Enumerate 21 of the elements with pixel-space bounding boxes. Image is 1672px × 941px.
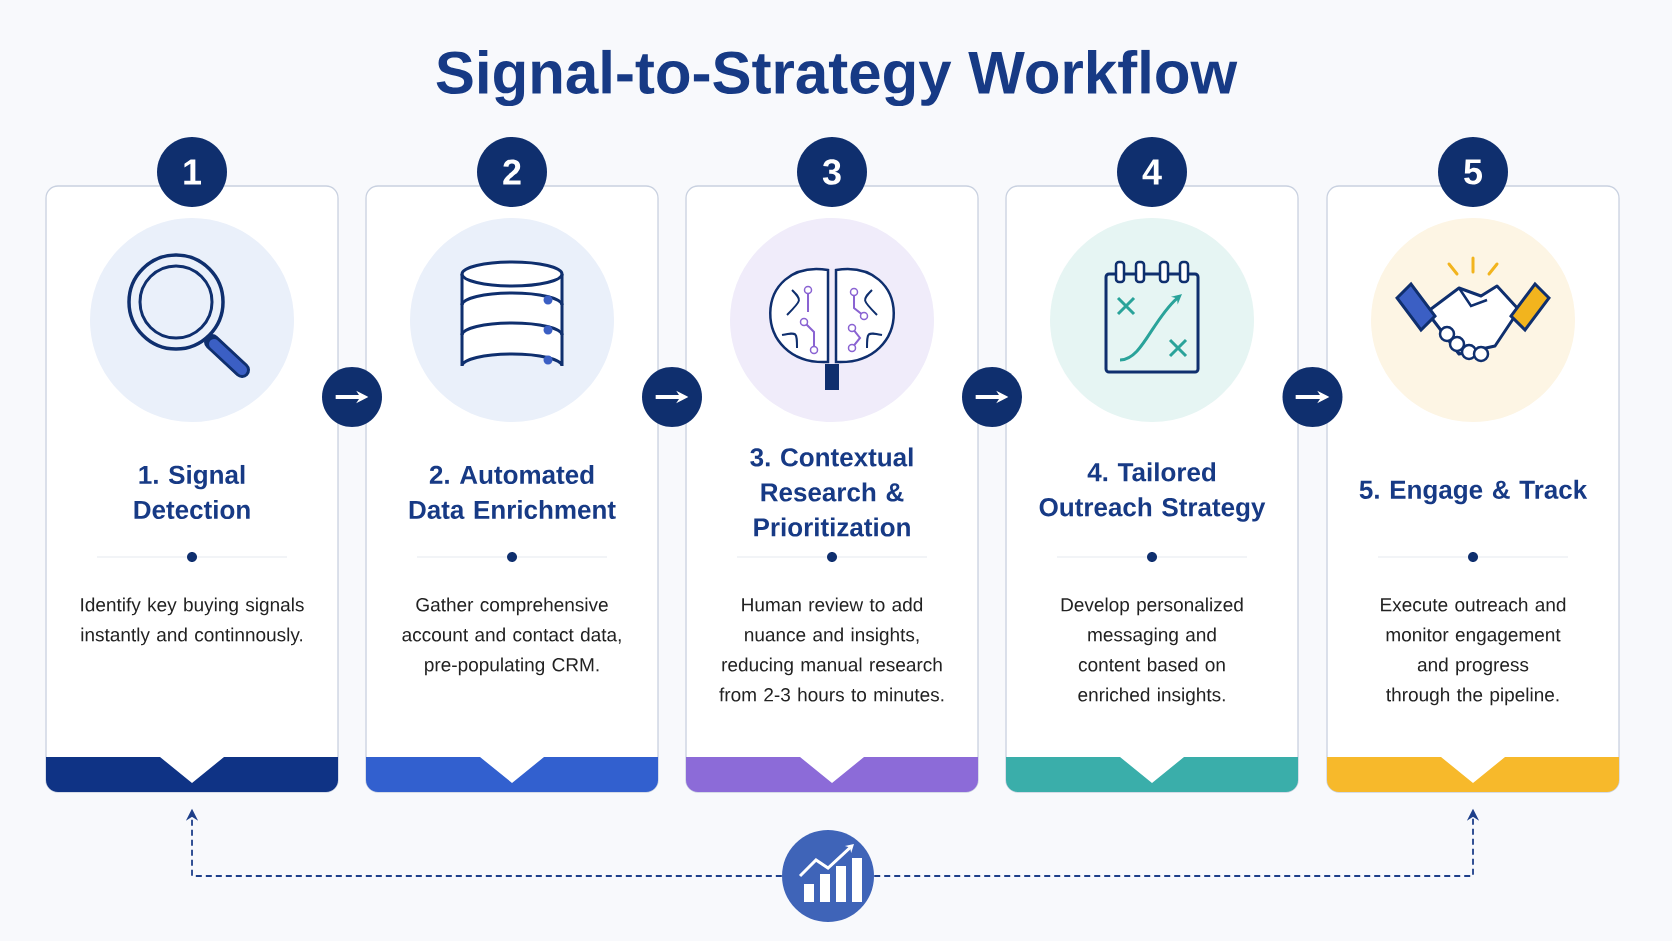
number-badge: 4 (1117, 137, 1187, 207)
step-description: Develop personalized messaging and content based on enriched insights. (1061, 597, 1243, 706)
arrow (1282, 367, 1343, 427)
step-description: Execute outreach and monitor engagement and progress through the pipeline. (1381, 597, 1566, 706)
title: Signal-to-Strategy Workflow (436, 49, 1238, 107)
step-description: Identify key buying signals instantly and continnously. (81, 597, 304, 646)
arrow (642, 367, 702, 427)
number-badge: 1 (157, 137, 227, 207)
number-badge: 5 (1438, 137, 1508, 207)
step-heading: 4. Tailored Outreach Strategy (1039, 462, 1266, 522)
step-heading: 1. Signal Detection (134, 464, 250, 520)
chart-icon (782, 830, 874, 922)
step-heading: 3. Contextual Research & Prioritization (750, 447, 913, 537)
number-badge: 3 (797, 137, 867, 207)
step-description: Human review to add nuance and insights, reducing manual research from 2-3 hours to minutes. (719, 597, 944, 702)
number-badge: 2 (477, 137, 547, 207)
step-heading: 2. Automated Data Enrichment (409, 464, 616, 520)
step-description: Gather comprehensive account and contact data, pre-populating CRM. (402, 597, 621, 676)
arrow (322, 367, 382, 427)
arrow (962, 367, 1022, 427)
step-heading: 5. Engage & Track (1359, 479, 1588, 505)
